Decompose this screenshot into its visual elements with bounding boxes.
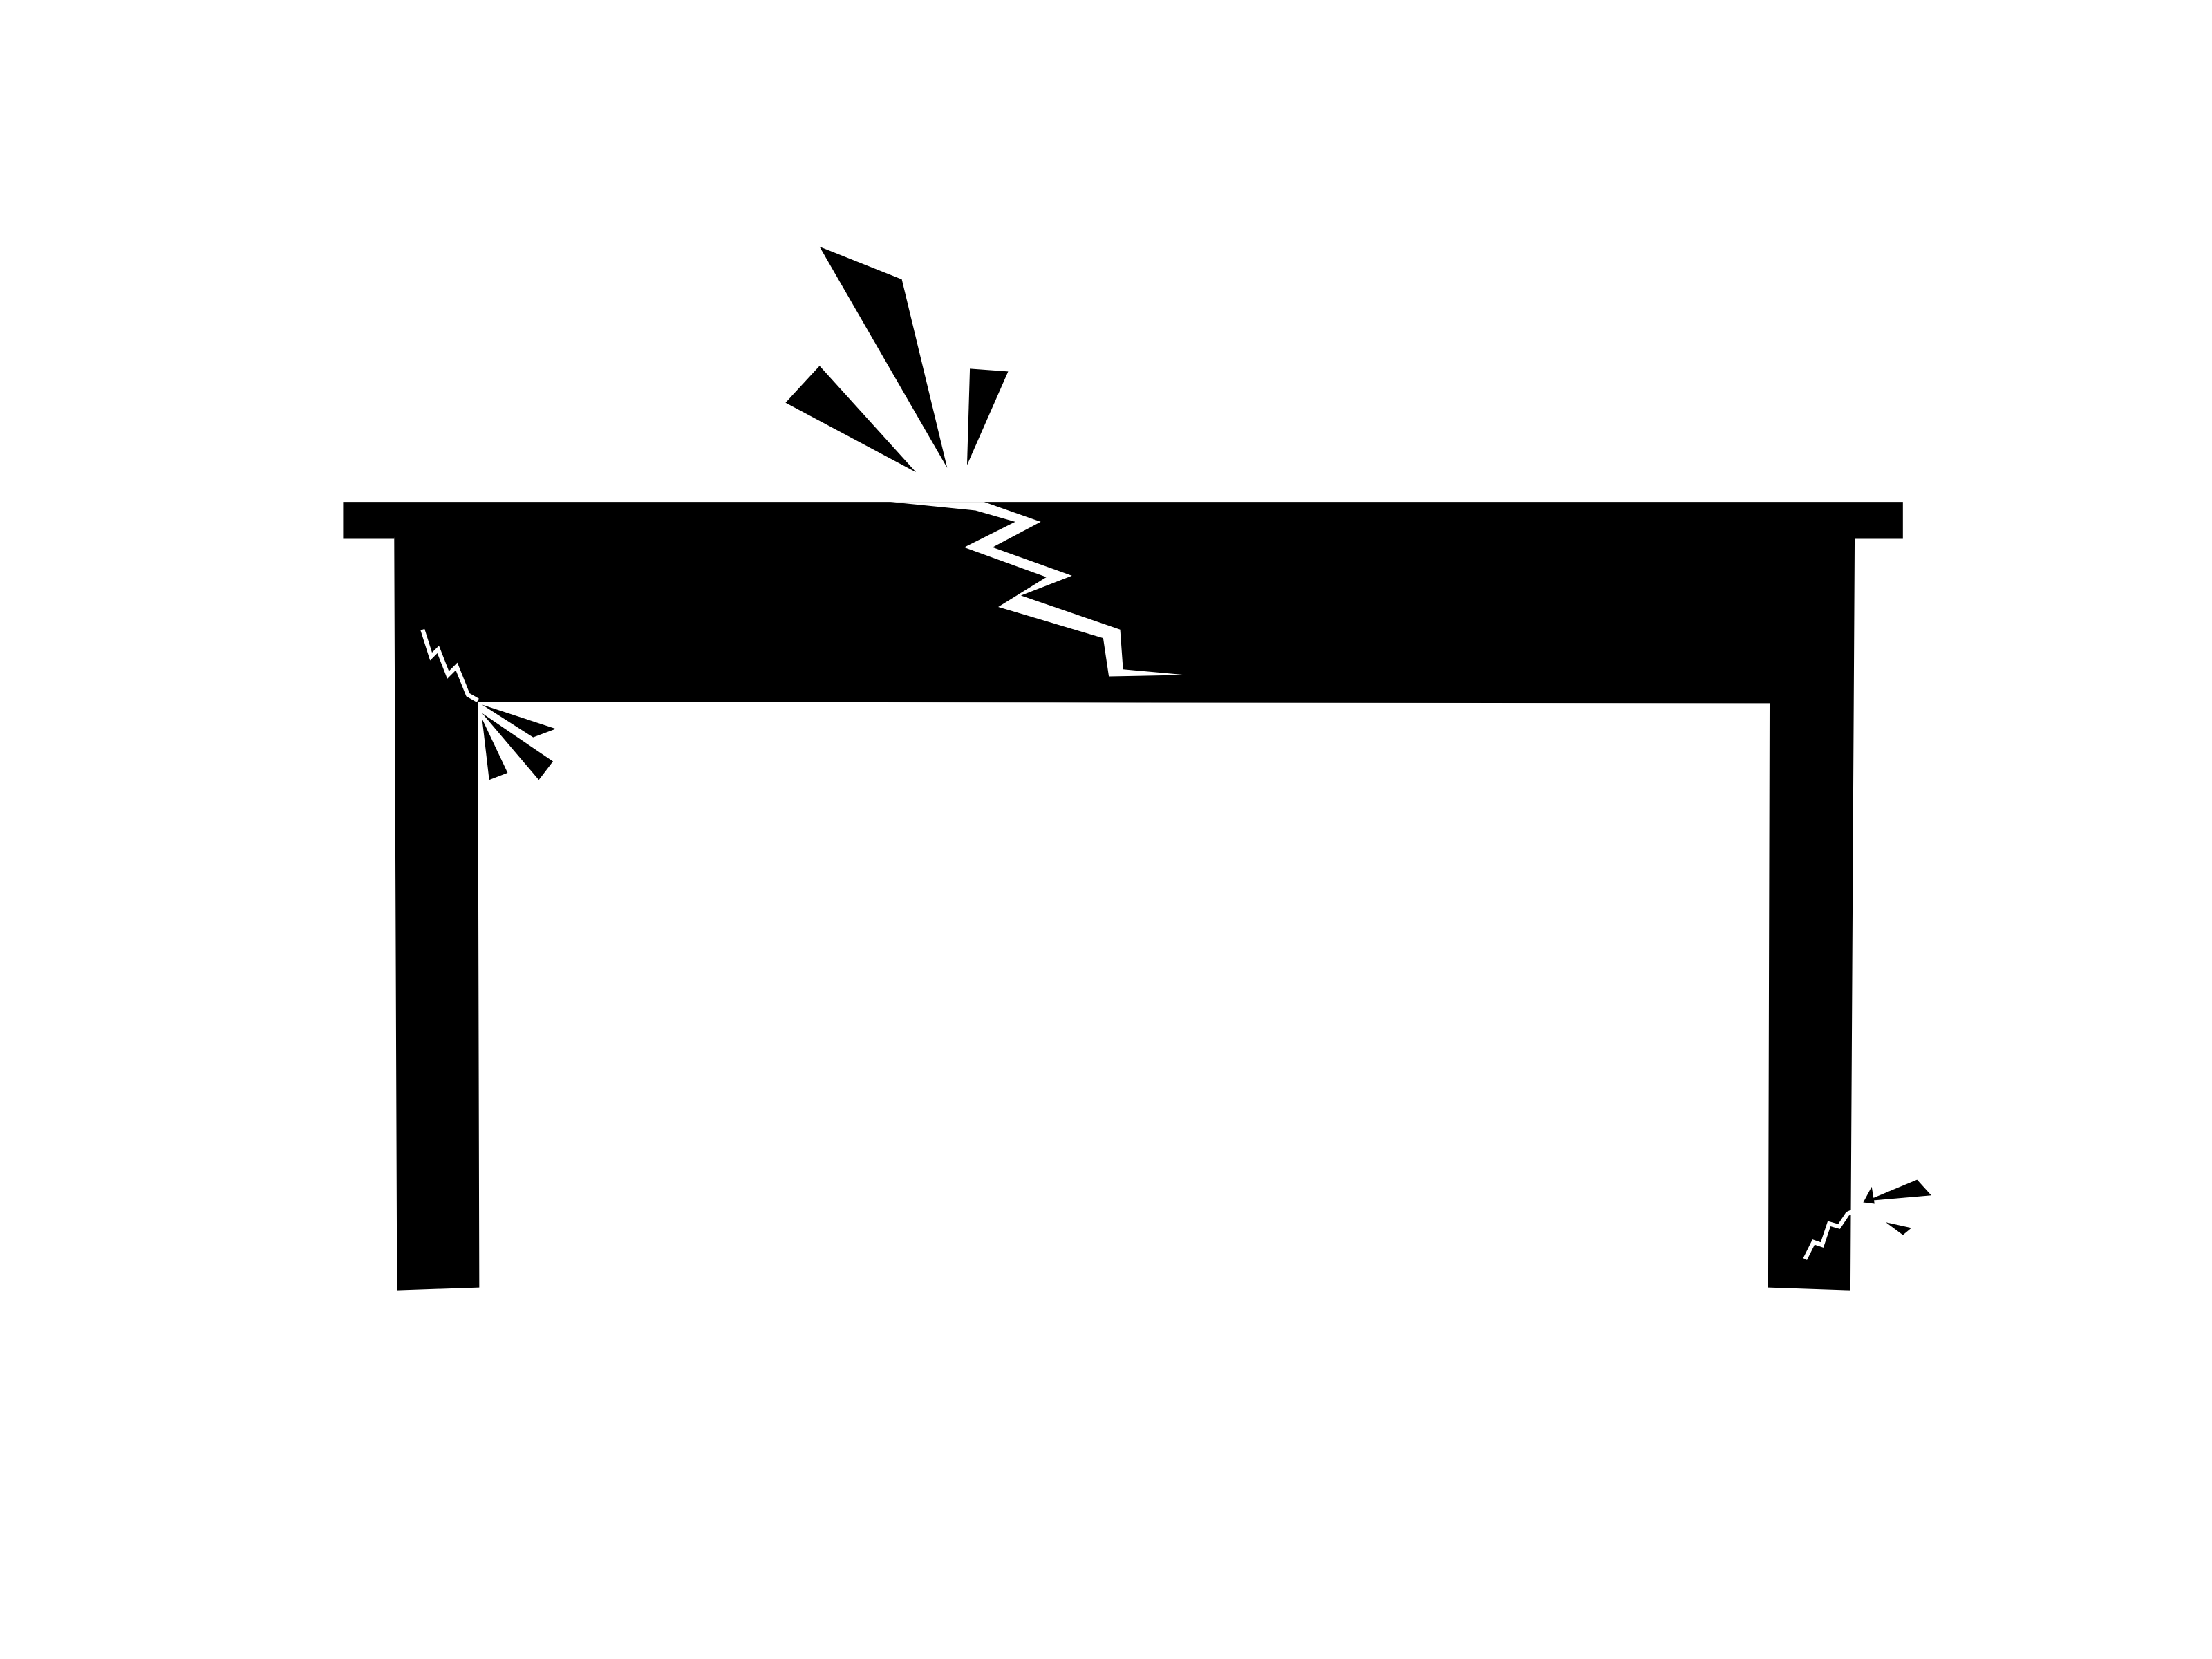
shard [1866,1179,1931,1201]
shard [482,713,553,780]
shard [785,366,917,473]
apron-crack [890,502,1185,677]
impact-shards-right [1863,1179,1931,1235]
impact-shards-top [785,246,1009,473]
right-leg-crack [1803,1206,1862,1260]
table-apron-and-legs [394,534,1855,1291]
shard [1863,1186,1875,1204]
shard [482,704,556,738]
left-joint-crack [420,628,479,703]
table [343,502,1903,1291]
shard [1886,1222,1912,1235]
impact-shards-left [482,704,556,780]
table-top [343,502,1903,539]
shard [819,246,948,468]
shard [966,368,1009,465]
shard [482,719,508,780]
